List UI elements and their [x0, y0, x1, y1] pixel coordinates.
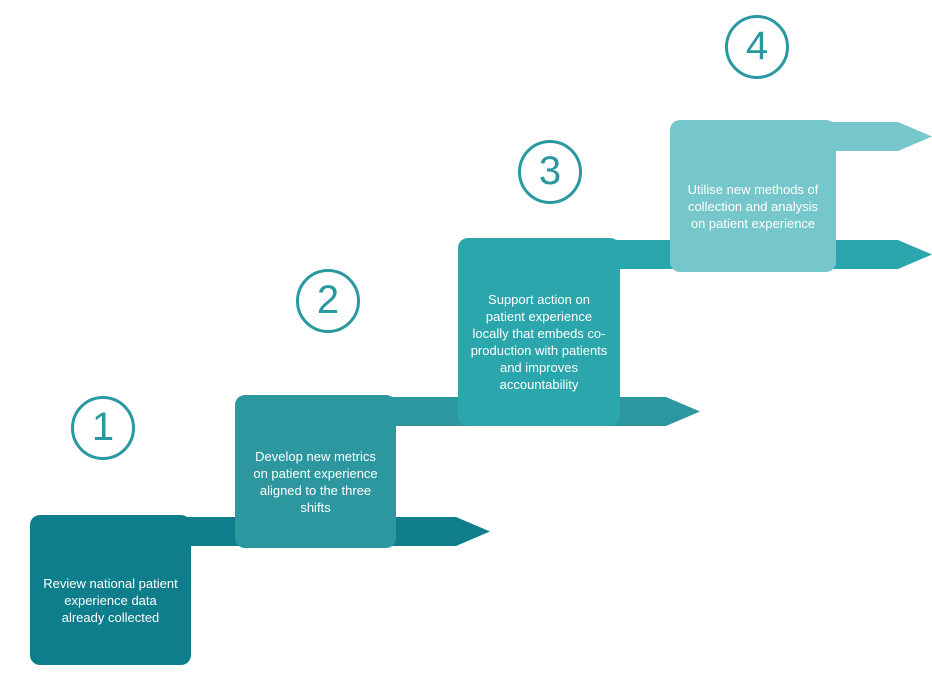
- step-4-text: Utilise new methods of collection and an…: [687, 181, 819, 231]
- step-1-number-badge: 1: [71, 396, 135, 460]
- step-3-text: Support action on patient experience loc…: [470, 292, 608, 392]
- step-2-text: Develop new metrics on patient experienc…: [253, 448, 378, 515]
- step-3-box: Support action on patient experience loc…: [458, 238, 620, 426]
- step-3-number: 3: [538, 149, 562, 193]
- step-4-number: 4: [745, 24, 769, 68]
- step-4-box: Utilise new methods of collection and an…: [670, 120, 836, 272]
- step-4-number-badge: 4: [725, 15, 789, 79]
- step-2-number: 2: [316, 278, 340, 322]
- step-3-number-badge: 3: [518, 140, 582, 204]
- step-1-number: 1: [91, 405, 115, 449]
- step-2-box: Develop new metrics on patient experienc…: [235, 395, 396, 548]
- step-1-text: Review national patient experience data …: [43, 575, 178, 625]
- step-1-box: Review national patient experience data …: [30, 515, 191, 665]
- step-2-number-badge: 2: [296, 269, 360, 333]
